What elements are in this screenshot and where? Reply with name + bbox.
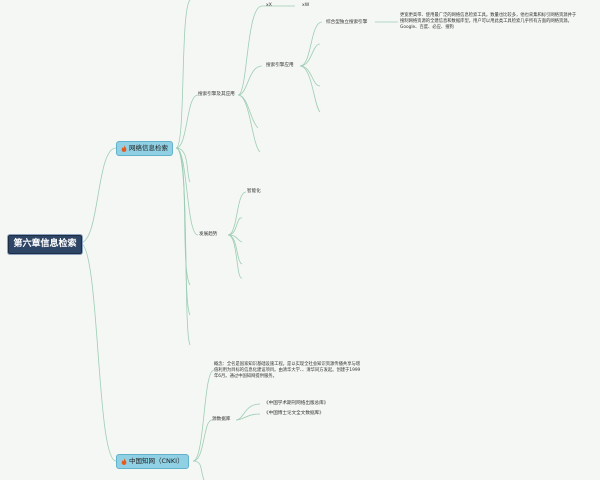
search-engine-apps-node[interactable]: 搜索引擎应用	[266, 63, 294, 68]
integrated-engine-node[interactable]: 综合型独立搜索引擎	[326, 20, 368, 25]
fire-icon	[121, 458, 127, 465]
source-db-item-2[interactable]: 《中国博士论文全文数据库》	[264, 411, 324, 416]
source-db-node[interactable]: 源数据库	[212, 417, 231, 422]
topic-network-retrieval[interactable]: 网络信息检索	[116, 141, 173, 156]
trend-node[interactable]: 发展趋势	[199, 232, 218, 237]
root-topic[interactable]: 第六章信息检索	[8, 235, 82, 254]
source-db-item-1[interactable]: 《中国学术期刊网络出版总库》	[264, 401, 329, 406]
search-engine-node[interactable]: 搜索引擎及其应用	[198, 92, 235, 97]
fire-icon	[121, 145, 127, 152]
topic-cnki-label: 中国知网（CNKI）	[129, 457, 184, 466]
top-label-2[interactable]: xW	[302, 3, 310, 8]
topic-cnki[interactable]: 中国知网（CNKI）	[116, 454, 189, 469]
topic-network-retrieval-label: 网络信息检索	[129, 144, 168, 153]
cnki-concept[interactable]: 概念：全名是国家知识基础设施工程。是以实现全社会知识资源传播共享与增值利用为目标…	[214, 362, 361, 380]
intelligent-node[interactable]: 智能化	[247, 189, 261, 194]
top-label-1[interactable]: xX	[266, 3, 272, 8]
integrated-engine-description[interactable]: 更宽更高带、使用最广泛的网络信息检索工具。数量也比较多，他也采集和标引网络资源并…	[400, 13, 577, 31]
